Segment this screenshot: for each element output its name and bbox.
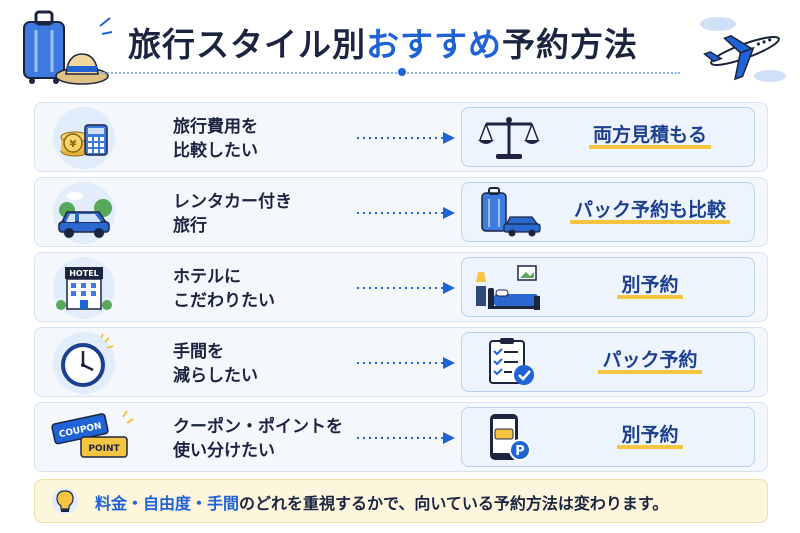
row-label: ホテルにこだわりたい <box>173 267 275 311</box>
title-highlight: おすすめ <box>366 25 502 64</box>
row-rental-car: レンタカー付き旅行 パック予約も比較 <box>34 177 768 247</box>
row-label: レンタカー付き旅行 <box>173 192 292 236</box>
row-compare-cost: ¥ 旅行費用を比較したい 両方見積もる <box>34 102 768 172</box>
suitcase-car-icon <box>481 187 541 237</box>
clock-icon <box>53 332 115 394</box>
arrow-right-icon <box>357 357 455 369</box>
arrow-right-icon <box>357 207 455 219</box>
result-label: 両方見積もる <box>552 120 748 149</box>
result-box: 両方見積もる <box>461 107 755 167</box>
result-box: P 別予約 <box>461 407 755 467</box>
result-label: パック予約 <box>552 345 748 374</box>
svg-text:POINT: POINT <box>88 444 120 454</box>
hotel-building-icon: HOTEL <box>53 257 115 319</box>
page-title: 旅行スタイル別おすすめ予約方法 <box>128 25 638 64</box>
header: 旅行スタイル別おすすめ予約方法 <box>0 0 800 96</box>
footer-highlight: 料金・自由度・手間 <box>95 494 240 513</box>
airplane-icon <box>700 17 786 82</box>
row-less-effort: 手間を減らしたい パック予約 <box>34 327 768 397</box>
bed-icon <box>476 265 540 310</box>
lightbulb-icon <box>52 488 78 514</box>
svg-text:HOTEL: HOTEL <box>69 269 99 278</box>
row-label: クーポン・ポイントを使い分けたい <box>173 417 343 461</box>
title-underline <box>100 72 680 74</box>
row-label: 手間を減らしたい <box>173 342 258 386</box>
arrow-right-icon <box>357 432 455 444</box>
car-icon <box>53 182 115 244</box>
result-box: 別予約 <box>461 257 755 317</box>
coupon-point-icon: COUPON POINT <box>51 407 134 469</box>
checklist-clipboard-icon <box>489 338 534 385</box>
arrow-right-icon <box>357 282 455 294</box>
scale-icon <box>478 117 540 159</box>
smartphone-ticket-icon: P <box>490 414 531 461</box>
row-hotel: HOTEL ホテルにこだわりたい 別予約 <box>34 252 768 322</box>
result-label: 別予約 <box>552 270 748 299</box>
result-label: パック予約も比較 <box>552 195 748 224</box>
coins-calculator-icon: ¥ <box>53 107 115 169</box>
suitcase-hat-icon <box>23 10 113 85</box>
svg-text:¥: ¥ <box>70 139 77 150</box>
row-coupon-point: COUPON POINT クーポン・ポイントを使い分けたい P 別予約 <box>34 402 768 472</box>
title-underline-dot <box>398 68 406 76</box>
result-label: 別予約 <box>552 420 748 449</box>
row-label: 旅行費用を比較したい <box>173 117 258 161</box>
result-box: パック予約 <box>461 332 755 392</box>
result-box: パック予約も比較 <box>461 182 755 242</box>
svg-text:P: P <box>515 444 525 459</box>
arrow-right-icon <box>357 132 455 144</box>
footer-text: 料金・自由度・手間のどれを重視するかで、向いている予約方法は変わります。 <box>95 494 669 513</box>
footer-note: 料金・自由度・手間のどれを重視するかで、向いている予約方法は変わります。 <box>34 479 768 523</box>
